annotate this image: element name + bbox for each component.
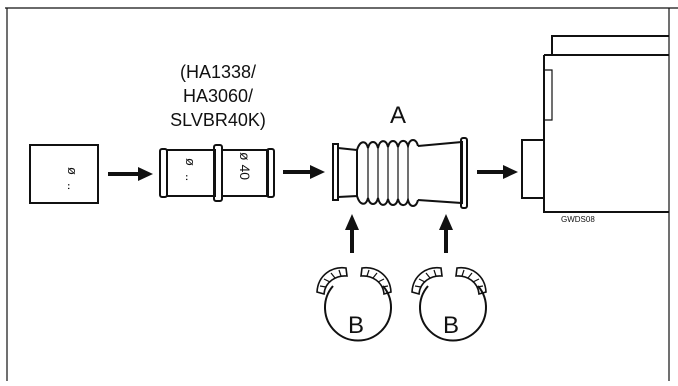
flow-arrow-3 [477,165,518,179]
part-number-2: HA3060/ [183,86,253,106]
pipe-diameter-dots: .. [65,183,80,190]
appliance-outlet [521,35,669,213]
hose-label: A [390,102,406,129]
hose-clamp-right: B [411,266,487,342]
up-arrow-right [439,214,453,253]
figure-code: GWDS08 [561,215,595,224]
adapter-diameter-40: ø 40 [237,152,253,180]
hose-clamp-left: B [316,266,392,342]
reducing-adapter: ø .. ø 40 [159,144,275,202]
flexible-hose [332,137,468,209]
pipe-diameter-symbol: ø [65,167,80,175]
part-number-3: SLVBR40K) [170,110,266,130]
adapter-diameter-symbol: ø [183,158,198,166]
clamp-label-left: B [348,312,364,339]
flow-arrow-1 [108,167,153,181]
adapter-diameter-dots: .. [183,174,198,181]
waste-pipe: ø .. [29,144,99,204]
up-arrow-left [345,214,359,253]
part-number-1: (HA1338/ [180,62,256,82]
flow-arrow-2 [283,165,325,179]
clamp-label-right: B [443,312,459,339]
part-numbers: (HA1338/ HA3060/ SLVBR40K) [170,62,266,130]
